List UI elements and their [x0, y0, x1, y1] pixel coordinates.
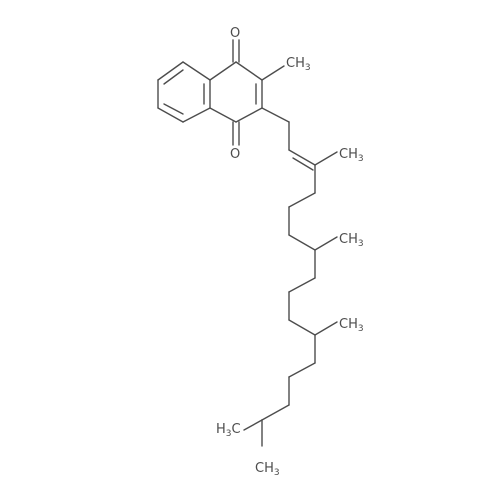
- bond-chain-18: [261, 404, 290, 421]
- bond-q-a: [209, 61, 237, 81]
- bond-chain-14: [314, 321, 338, 336]
- methyl-3-sub: 3: [358, 324, 364, 334]
- bond-ring-b: [182, 61, 211, 81]
- bond-chain-11: [288, 277, 316, 293]
- bond-ring-methyl: [261, 65, 285, 81]
- ring-methyl-text: CH: [286, 56, 305, 71]
- oxygen-bottom-label: O: [230, 147, 240, 162]
- bond-ring-a: [157, 61, 184, 81]
- bond-chain-8: [288, 234, 316, 251]
- bond-chain-9: [314, 236, 338, 251]
- bond-chain-4: [314, 151, 338, 166]
- bond-ring-e: [157, 107, 184, 123]
- methyl-1-sub: 3: [358, 154, 364, 164]
- bond-q-d: [235, 107, 263, 123]
- terminal-ch3-text: CH: [255, 461, 274, 476]
- methyl-3-text: CH: [339, 317, 358, 332]
- terminal-h3c-label: H3C: [216, 422, 241, 439]
- terminal-ch3-label: CH3: [255, 461, 280, 478]
- ring-methyl-label: CH3: [286, 56, 311, 73]
- bond-ring-double-3: [163, 103, 184, 115]
- bonds: [157, 39, 338, 447]
- bond-q-e: [209, 107, 237, 123]
- methyl-1-label: CH3: [339, 147, 364, 164]
- bond-chain-16: [288, 362, 316, 378]
- bond-chain-6: [288, 192, 316, 208]
- bond-chain-19: [243, 419, 263, 431]
- bond-chain-3-double: [292, 157, 314, 171]
- terminal-h3c-sub: 3: [226, 429, 232, 439]
- bond-ring-d: [182, 107, 211, 123]
- methyl-1-text: CH: [339, 147, 358, 162]
- bond-q-b: [235, 61, 263, 81]
- methyl-3-label: CH3: [339, 317, 364, 334]
- atom-labels: O O CH3 CH3 CH3 CH3 H3C CH3: [216, 26, 364, 478]
- terminal-ch3-sub: 3: [274, 468, 280, 478]
- bond-chain-13: [288, 319, 316, 336]
- oxygen-top-label: O: [230, 26, 240, 41]
- methyl-2-label: CH3: [339, 232, 364, 249]
- methyl-2-text: CH: [339, 232, 358, 247]
- methyl-2-sub: 3: [358, 239, 364, 249]
- terminal-h3c-h: H: [216, 422, 226, 437]
- bond-chain-3: [288, 149, 316, 166]
- terminal-h3c-c: C: [232, 422, 241, 437]
- ring-methyl-sub: 3: [305, 63, 311, 73]
- bond-chain-1: [261, 107, 290, 123]
- bond-ring-double-1: [163, 69, 184, 85]
